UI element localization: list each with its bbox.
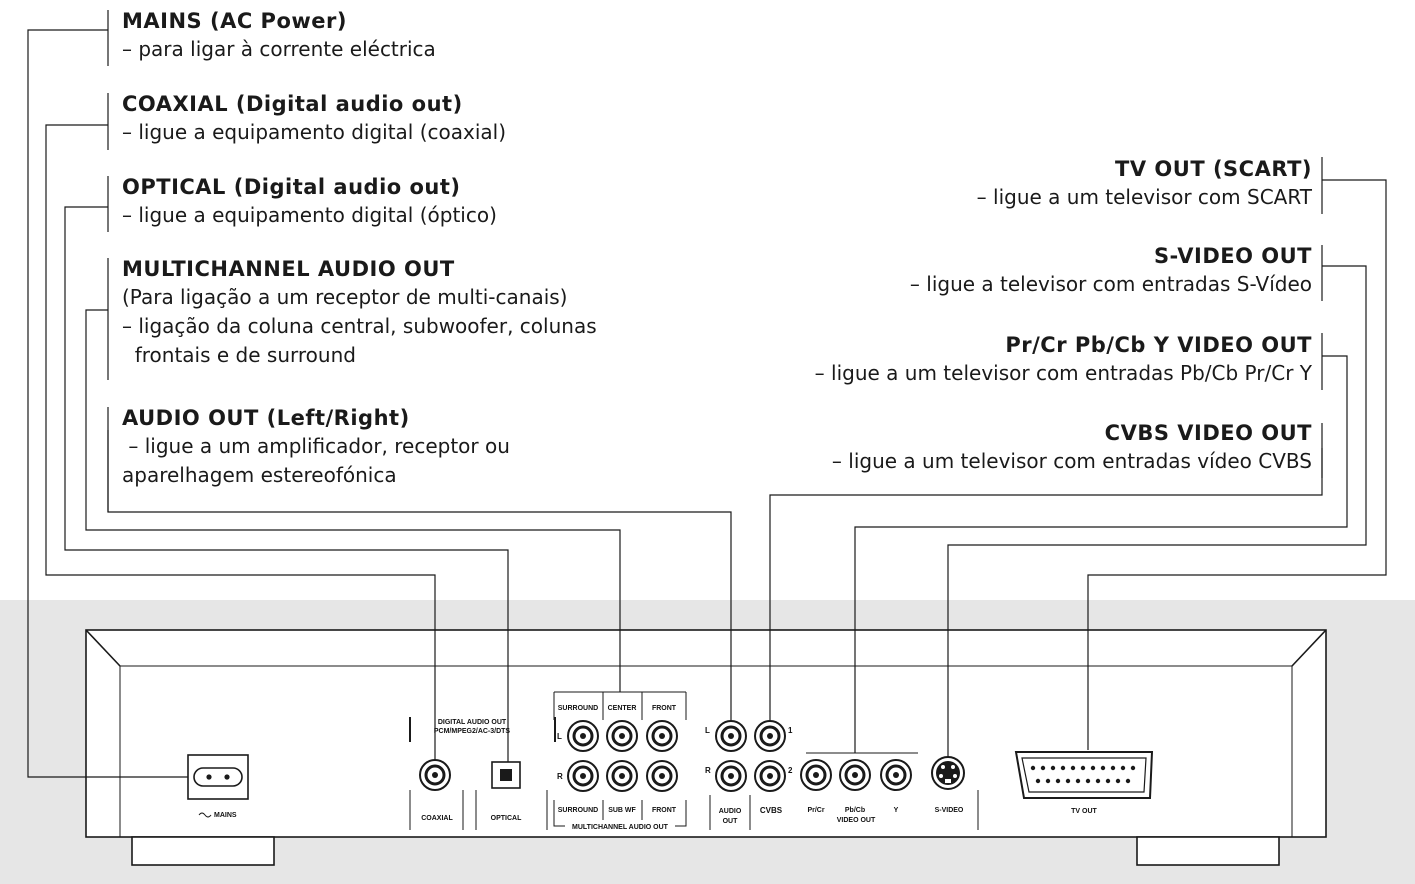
right-callout-lines — [769, 157, 1387, 760]
optical-panel-label: OPTICAL — [491, 815, 522, 822]
mc-left-label: L — [557, 732, 562, 741]
scart-pins-top — [1030, 765, 1136, 771]
multichannel-desc-2: – ligação da coluna central, subwoofer, … — [122, 314, 597, 338]
tv-out-desc: – ligue a um televisor com SCART — [976, 185, 1312, 209]
optical-title: OPTICAL (Digital audio out) — [122, 175, 461, 199]
cvbs-1-label: 1 — [788, 726, 793, 735]
mc-title-label: MULTICHANNEL AUDIO OUT — [572, 824, 669, 831]
multichannel-desc-1: (Para ligação a um receptor de multi-can… — [122, 285, 568, 309]
audio-out-desc-1: – ligue a um amplificador, receptor ou — [122, 434, 510, 458]
digital-section-bars — [409, 717, 556, 742]
optical-callout: OPTICAL (Digital audio out) – ligue a eq… — [122, 174, 497, 230]
pr-jack[interactable] — [800, 759, 832, 791]
audio-out-l-jack[interactable] — [715, 720, 747, 752]
mc-front-r-jack[interactable] — [646, 760, 678, 792]
optical-desc: – ligue a equipamento digital (óptico) — [122, 203, 497, 227]
audio-out-label-1: AUDIO — [719, 808, 742, 815]
audio-out-label-2: OUT — [723, 818, 739, 825]
audio-out-r-jack[interactable] — [715, 760, 747, 792]
pb-jack[interactable] — [839, 759, 871, 791]
s-video-desc: – ligue a televisor com entradas S-Vídeo — [909, 272, 1312, 296]
left-foot — [131, 836, 275, 866]
tv-out-panel-label: TV OUT — [1071, 808, 1097, 815]
mains-callout: MAINS (AC Power) – para ligar à corrente… — [122, 8, 436, 64]
mc-subwf-label: SUB WF — [608, 807, 636, 814]
mains-panel-label: MAINS — [214, 812, 237, 819]
device-body — [85, 629, 1327, 838]
y-label: Y — [894, 807, 899, 814]
ac-wave-icon — [198, 812, 212, 818]
cvbs-2-label: 2 — [788, 766, 793, 775]
coaxial-title: COAXIAL (Digital audio out) — [122, 92, 463, 116]
cvbs-desc: – ligue a um televisor com entradas víde… — [831, 449, 1312, 473]
video-out-label: VIDEO OUT — [837, 817, 876, 824]
multichannel-desc-3: frontais e de surround — [122, 343, 356, 367]
coaxial-jack[interactable] — [419, 759, 451, 791]
left-callout-lines — [27, 10, 732, 778]
s-video-panel-label: S-VIDEO — [935, 807, 964, 814]
component-video-title: Pr/Cr Pb/Cb Y VIDEO OUT — [1005, 333, 1312, 357]
cvbs-callout: CVBS VIDEO OUT – ligue a um televisor co… — [832, 420, 1312, 476]
digital-audio-formats: PCM/MPEG2/AC-3/DTS — [434, 728, 511, 735]
digital-audio-header: DIGITAL AUDIO OUT — [438, 719, 507, 726]
mc-surround-bottom-label: SURROUND — [558, 807, 598, 814]
coaxial-desc: – ligue a equipamento digital (coaxial) — [122, 120, 507, 144]
mc-subwoofer-jack[interactable] — [606, 760, 638, 792]
mc-front-bottom-label: FRONT — [652, 807, 677, 814]
pb-label: Pb/Cb — [845, 807, 865, 814]
scart-connector[interactable] — [1014, 751, 1154, 799]
audio-out-callout: AUDIO OUT (Left/Right) – ligue a um ampl… — [122, 405, 510, 490]
audio-out-title: AUDIO OUT (Left/Right) — [122, 406, 410, 430]
coaxial-panel-label: COAXIAL — [421, 815, 453, 822]
digital-dividers — [409, 790, 548, 830]
mains-title: MAINS (AC Power) — [122, 9, 347, 33]
y-jack[interactable] — [880, 759, 912, 791]
optical-jack[interactable] — [491, 761, 521, 789]
mc-front-l-jack[interactable] — [646, 720, 678, 752]
s-video-jack[interactable] — [931, 756, 965, 790]
component-video-callout: Pr/Cr Pb/Cb Y VIDEO OUT – ligue a um tel… — [815, 332, 1312, 388]
mc-surround-r-jack[interactable] — [567, 760, 599, 792]
cvbs-panel-label: CVBS — [760, 806, 783, 815]
mc-center-jack[interactable] — [606, 720, 638, 752]
mc-front-top-label: FRONT — [652, 705, 677, 712]
multichannel-frame — [553, 691, 687, 827]
mains-socket[interactable] — [187, 754, 249, 800]
mc-surround-l-jack[interactable] — [567, 720, 599, 752]
pr-label: Pr/Cr — [807, 807, 824, 814]
coaxial-callout: COAXIAL (Digital audio out) – ligue a eq… — [122, 91, 506, 147]
audio-out-desc-2: aparelhagem estereofónica — [122, 463, 397, 487]
multichannel-title: MULTICHANNEL AUDIO OUT — [122, 257, 455, 281]
cvbs-title: CVBS VIDEO OUT — [1104, 421, 1312, 445]
cvbs-1-jack[interactable] — [754, 720, 786, 752]
audio-r-label: R — [705, 766, 711, 775]
multichannel-callout: MULTICHANNEL AUDIO OUT (Para ligação a u… — [122, 256, 597, 370]
mc-center-label: CENTER — [608, 705, 637, 712]
right-foot — [1136, 836, 1280, 866]
audio-cvbs-dividers — [709, 795, 751, 830]
cvbs-2-jack[interactable] — [754, 760, 786, 792]
mc-right-label: R — [557, 772, 563, 781]
mc-surround-top-label: SURROUND — [558, 705, 598, 712]
s-video-callout: S-VIDEO OUT – ligue a televisor com entr… — [910, 243, 1312, 299]
component-video-desc: – ligue a um televisor com entradas Pb/C… — [814, 361, 1312, 385]
tv-out-callout: TV OUT (SCART) – ligue a um televisor co… — [977, 156, 1312, 212]
scart-pins-bottom — [1035, 778, 1131, 784]
mains-desc: – para ligar à corrente eléctrica — [122, 37, 436, 61]
audio-l-label: L — [705, 726, 710, 735]
s-video-title: S-VIDEO OUT — [1153, 244, 1312, 268]
tv-out-title: TV OUT (SCART) — [1115, 157, 1312, 181]
